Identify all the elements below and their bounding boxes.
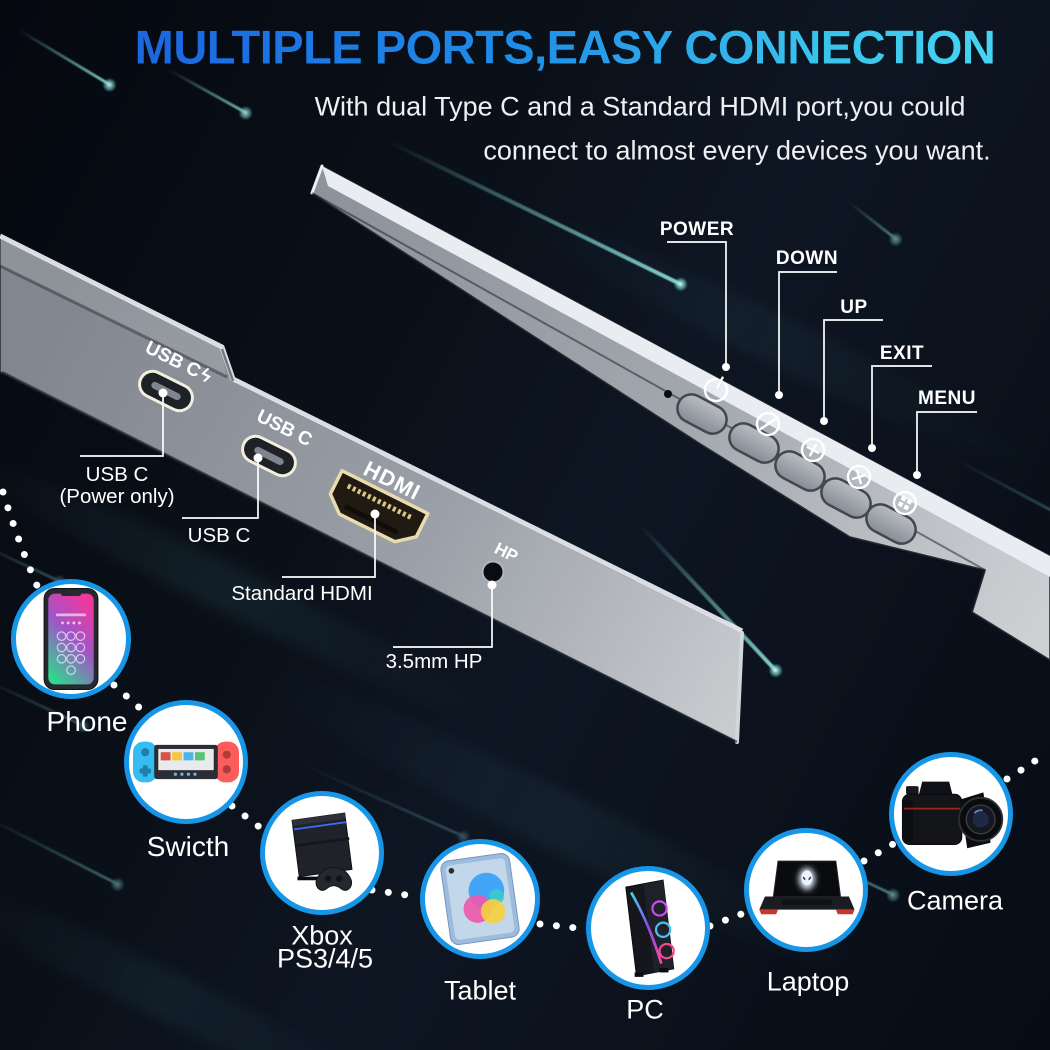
device-label-laptop: Laptop — [766, 966, 850, 997]
hdmi-port — [328, 468, 430, 544]
game-console-icon — [291, 812, 353, 891]
callout-down: DOWN — [775, 248, 839, 269]
tablet-icon — [440, 853, 520, 945]
device-circle-laptop — [744, 828, 868, 952]
plus-up-icon — [800, 437, 826, 463]
device-label-pc: PC — [626, 994, 664, 1025]
subtitle-line1: With dual Type C and a Standard HDMI por… — [314, 91, 966, 122]
subtitle-line2: connect to almost every devices you want… — [483, 135, 991, 166]
right-monitor-edge — [310, 164, 1050, 661]
device-circle-camera — [889, 752, 1013, 876]
device-label-tablet: Tablet — [443, 975, 517, 1006]
phone-icon — [43, 587, 99, 691]
device-circle-phone — [11, 579, 131, 699]
callout-usb-c-power-line1: USB C — [85, 463, 149, 486]
callout-dots — [158, 363, 921, 590]
callout-usb-c-power-line2: (Power only) — [59, 485, 175, 508]
device-circle-switch — [124, 700, 248, 824]
power-button — [676, 393, 728, 435]
callout-up: UP — [840, 297, 868, 318]
camera-icon — [901, 781, 1004, 849]
device-circle-console — [260, 791, 384, 915]
callout-exit: EXIT — [879, 343, 925, 364]
device-label-camera: Camera — [906, 885, 1004, 916]
left-monitor-edge — [0, 233, 744, 744]
device-circle-tablet — [420, 839, 540, 959]
device-label-ps345: PS3/4/5 — [276, 943, 374, 974]
dotted-connection-line — [0, 488, 1050, 933]
headphone-jack — [481, 560, 505, 584]
menu-grid-icon — [892, 490, 918, 516]
device-label-switch: Swicth — [146, 831, 230, 862]
switch-icon — [133, 741, 239, 783]
cross-exit-icon — [846, 464, 872, 490]
callout-standard-hdmi: Standard HDMI — [231, 582, 373, 605]
page-title: MULTIPLE PORTS,EASY CONNECTION — [134, 20, 996, 74]
mic-hole — [664, 390, 672, 398]
laptop-icon — [759, 860, 855, 915]
pc-tower-icon — [625, 879, 675, 977]
callout-menu: MENU — [918, 388, 976, 409]
minus-down-icon — [755, 411, 781, 437]
callout-power: POWER — [659, 219, 735, 240]
callout-lines — [80, 241, 977, 648]
device-label-phone: Phone — [46, 706, 128, 737]
device-circle-pc — [586, 866, 710, 990]
device-label-xbox: Xbox — [291, 920, 353, 951]
callout-usb-c: USB C — [187, 524, 251, 547]
power-icon — [703, 376, 729, 403]
callout-35mm-hp: 3.5mm HP — [385, 650, 483, 673]
monitor-buttons — [676, 393, 917, 545]
usb-c-port — [241, 434, 297, 478]
